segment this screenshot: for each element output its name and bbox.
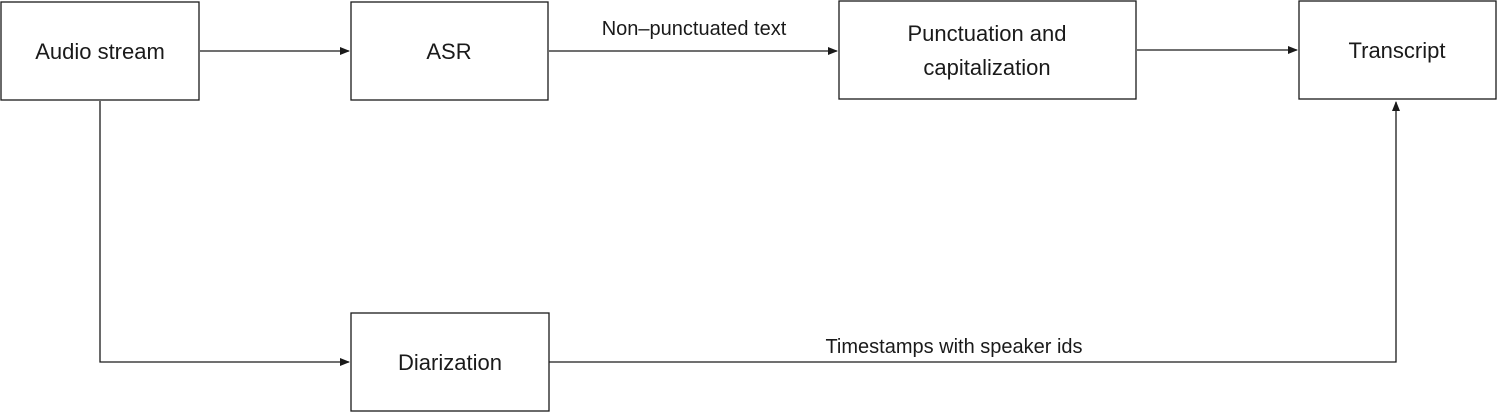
- edge-audio-to-diarization: [99, 101, 350, 366]
- edge-label-timestamps: Timestamps with speaker ids: [825, 336, 1082, 358]
- node-diarization-label: Diarization: [398, 350, 502, 375]
- node-diarization: Diarization: [350, 312, 550, 412]
- node-audio-stream: Audio stream: [0, 1, 200, 101]
- edge-diarization-to-transcript: [549, 101, 1400, 363]
- node-audio-stream-label: Audio stream: [35, 39, 165, 64]
- node-punctuation: Punctuation and capitalization: [838, 0, 1137, 100]
- node-punctuation-label-line1: Punctuation and: [907, 21, 1066, 46]
- node-asr-label: ASR: [426, 39, 471, 64]
- edge-label-non-punctuated-text: Non–punctuated text: [602, 18, 787, 40]
- node-transcript-label: Transcript: [1349, 38, 1446, 63]
- node-punctuation-label-line2: capitalization: [923, 55, 1050, 80]
- node-asr: ASR: [350, 1, 549, 101]
- node-transcript: Transcript: [1298, 0, 1497, 100]
